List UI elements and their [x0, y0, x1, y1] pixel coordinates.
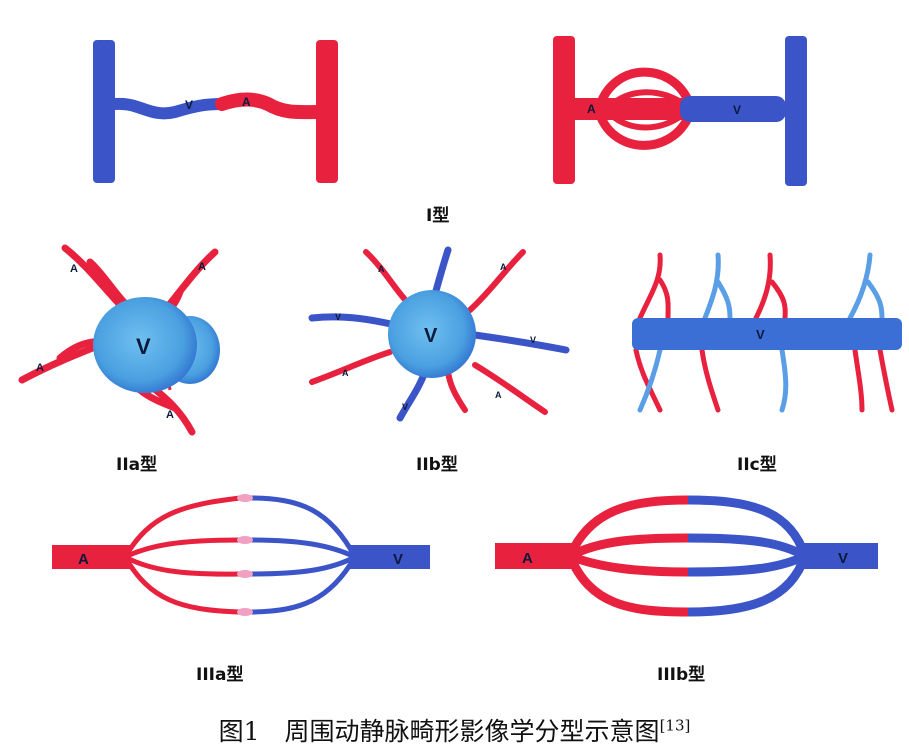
vein-trunk [350, 545, 430, 569]
marker-a: A [378, 264, 385, 274]
type-IIa-illustration: V A A A A [18, 244, 220, 436]
vein-branch [680, 96, 786, 122]
marker-a: A [242, 95, 251, 109]
label-type-IIIa: IIIa型 [196, 665, 244, 685]
label-type-IIc: IIc型 [737, 455, 777, 475]
label-type-I: I型 [426, 206, 450, 226]
artery-loop-lower [595, 113, 693, 150]
caption-ref: [13] [659, 716, 691, 735]
marker-a: A [522, 550, 533, 567]
marker-a: A [70, 263, 78, 275]
marker-v: V [136, 334, 151, 359]
artery-trunk [495, 543, 575, 569]
artery-trunk [553, 36, 575, 184]
nidus-core [93, 297, 197, 393]
marker-a: A [36, 362, 44, 374]
artery-loop-upper [595, 67, 693, 107]
vein-trunk [800, 543, 878, 569]
vein-trunk [785, 36, 807, 186]
artery-trunk [316, 40, 338, 183]
marker-v: V [733, 103, 741, 117]
caption-text: 图1 周围动静脉畸形影像学分型示意图 [218, 717, 660, 746]
marker-a: A [166, 409, 174, 421]
marker-v: V [402, 402, 408, 412]
marker-v: V [335, 312, 341, 322]
marker-v: V [838, 550, 848, 567]
marker-a: A [342, 368, 349, 378]
label-type-IIIb: IIIb型 [657, 665, 706, 685]
marker-v: V [185, 98, 193, 112]
label-type-IIa: IIa型 [116, 455, 158, 475]
marker-v: V [424, 325, 438, 347]
marker-v: V [756, 327, 765, 342]
artery-loop-mid2 [607, 111, 686, 131]
marker-a: A [587, 102, 596, 116]
marker-a: A [495, 390, 502, 400]
marker-a: A [500, 262, 507, 272]
marker-a: A [198, 261, 206, 273]
figure-caption: 图1 周围动静脉畸形影像学分型示意图[13] [0, 712, 909, 748]
marker-v: V [530, 335, 536, 345]
type-IIIb-illustration: A V [495, 495, 878, 617]
type-IIb-illustration: V V V V A A A A [308, 246, 570, 422]
vein-segment [109, 97, 228, 120]
marker-v: V [393, 551, 403, 568]
artery-loop-mid1 [607, 89, 686, 109]
marker-a: A [78, 551, 89, 568]
vein-trunk [632, 318, 902, 350]
artery-segment [215, 92, 325, 120]
nidus [388, 290, 476, 378]
type-I-left-illustration: V A [93, 40, 338, 183]
type-IIIa-illustration: A V [52, 494, 430, 616]
type-IIc-illustration: V [632, 252, 902, 413]
artery-trunk [52, 545, 130, 569]
label-type-IIb: IIb型 [416, 455, 458, 475]
type-I-right-illustration: A V [553, 36, 807, 186]
vein-trunk [93, 40, 115, 183]
